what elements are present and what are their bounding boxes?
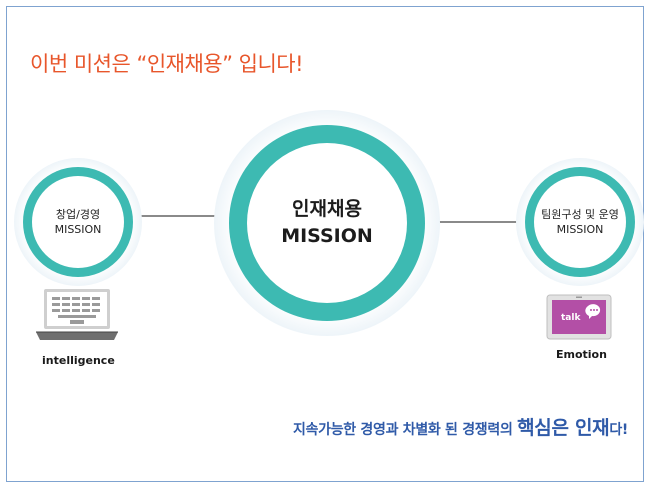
node-center: 인재채용 MISSION [214,110,440,336]
tablet-talk-icon: talk [546,294,612,340]
laptop-icon [36,289,118,340]
node-left-caption: intelligence [42,354,115,367]
footer-suffix: 다! [609,422,628,438]
node-right-label: 팀원구성 및 운영 [541,208,619,221]
node-left-mission: MISSION [54,223,102,236]
connector-left [134,215,226,217]
node-right-mission: MISSION [556,223,604,236]
footer-highlight: 핵심은 인재 [517,417,610,439]
node-center-label: 인재채용 [292,198,362,220]
talk-badge-label: talk [561,313,581,323]
node-center-mission: MISSION [281,225,373,247]
node-left-label: 창업/경영 [55,208,101,221]
footer-statement: 지속가능한 경영과 차별화 된 경쟁력의 핵심은 인재다! [293,413,628,440]
footer-prefix: 지속가능한 경영과 차별화 된 경쟁력의 [292,422,518,438]
node-left: 창업/경영 MISSION [14,158,142,286]
node-right-caption: Emotion [556,348,607,361]
connector-right [426,221,526,223]
node-right: 팀원구성 및 운영 MISSION [516,158,644,286]
page-title: 이번 미션은 “인재채용” 입니다! [30,52,304,76]
